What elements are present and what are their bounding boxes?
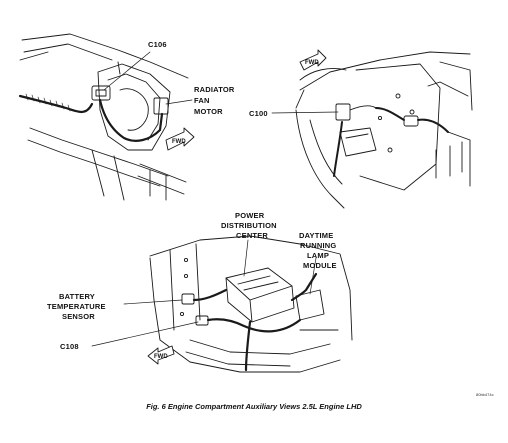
radiator-fan-motor-label-line1: RADIATOR <box>194 85 235 94</box>
battery-temp-sensor-shape <box>181 293 195 305</box>
harness-bottom <box>192 272 318 372</box>
sensor-label-line2: TEMPERATURE <box>47 302 106 311</box>
view-radiator-fan: FWD C106 RADIATOR FAN MOTOR <box>18 33 235 201</box>
figure-id: 80bb474c <box>476 392 494 397</box>
fwd-arrow-bottom: FWD <box>147 345 175 365</box>
pdc-label-line3: CENTER <box>236 231 268 240</box>
radiator-fan-motor-label-line3: MOTOR <box>194 107 223 116</box>
fwd-label-bottom: FWD <box>154 354 168 360</box>
pdc-label-line2: DISTRIBUTION <box>221 221 277 230</box>
drl-label-line2: RUNNING <box>300 241 336 250</box>
c106-connector-shape <box>91 85 111 101</box>
view-c100: FWD C100 <box>249 49 473 209</box>
drl-label-line4: MODULE <box>303 261 337 270</box>
radiator-fan-motor-label-line2: FAN <box>194 96 210 105</box>
view-pdc: FWD POWER DISTRIBUTION CENTER DAYTIME RU… <box>47 211 353 373</box>
sensor-label-line3: SENSOR <box>62 312 95 321</box>
pdc-box-shape <box>225 267 293 301</box>
c108-label: C108 <box>60 342 79 351</box>
fwd-arrow-top-right: FWD <box>299 49 327 71</box>
drl-label-line1: DAYTIME <box>299 231 333 240</box>
sensor-label-line1: BATTERY <box>59 292 95 301</box>
fwd-arrow-top-left: FWD <box>165 127 195 151</box>
fwd-label-top-left: FWD <box>172 139 186 145</box>
c106-label: C106 <box>148 40 167 49</box>
drl-label-line3: LAMP <box>307 251 329 260</box>
harness-top-right <box>333 107 449 177</box>
pdc-label-line1: POWER <box>235 211 265 220</box>
drl-module-shape <box>295 289 325 321</box>
figure-caption: Fig. 6 Engine Compartment Auxiliary View… <box>146 402 362 411</box>
c100-label: C100 <box>249 109 268 118</box>
harness-top-left <box>18 94 164 142</box>
fwd-label-top-right: FWD <box>305 60 319 66</box>
c108-connector-shape <box>195 315 209 326</box>
